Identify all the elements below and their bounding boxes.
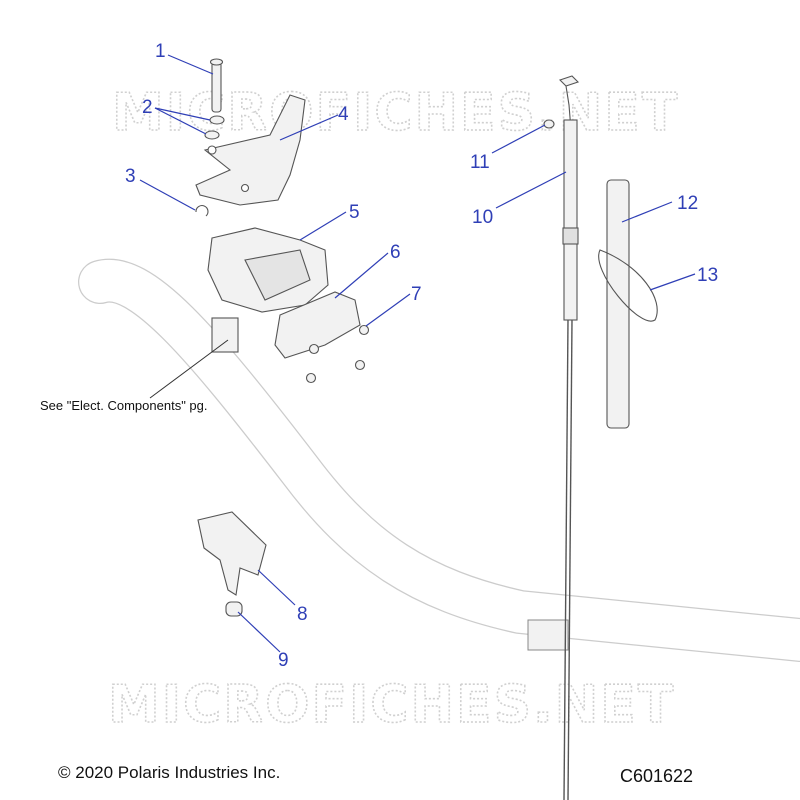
part-1-pin [209, 58, 224, 113]
part-4-bracket [195, 94, 306, 206]
callout-6: 6 [390, 242, 401, 263]
watermark-top: MICROFICHES.NET [112, 83, 679, 143]
part-6-plate [274, 291, 361, 359]
callout-12: 12 [677, 193, 698, 214]
callout-1: 1 [155, 41, 166, 62]
part-13-strap [598, 249, 658, 322]
note-leader [149, 339, 229, 399]
leader-lines [139, 54, 696, 653]
callout-8: 8 [297, 604, 308, 625]
part-3-clip [195, 205, 209, 217]
callout-2: 2 [142, 97, 153, 118]
frame-tube [78, 258, 800, 662]
part-10-cable [558, 75, 580, 800]
callout-numbers: 1 2 3 4 5 6 7 8 9 10 11 12 13 [125, 41, 718, 671]
callout-13: 13 [697, 265, 718, 286]
watermark-bottom: MICROFICHES.NET [108, 675, 675, 735]
see-elect-components-note: See "Elect. Components" pg. [40, 398, 208, 413]
connector [211, 317, 239, 353]
callout-11: 11 [470, 152, 490, 173]
part-8-lever [197, 511, 267, 596]
callout-7: 7 [411, 284, 422, 305]
diagram-code: C601622 [620, 766, 694, 786]
callout-3: 3 [125, 166, 136, 187]
part-12-tube [606, 179, 630, 429]
copyright-text: © 2020 Polaris Industries Inc. [58, 763, 281, 782]
part-7-screws [305, 324, 370, 384]
part-11-clip [543, 119, 555, 129]
callout-4: 4 [338, 104, 349, 125]
callout-9: 9 [278, 650, 289, 671]
part-5-housing [207, 227, 329, 313]
callout-5: 5 [349, 202, 360, 223]
callout-10: 10 [472, 207, 493, 228]
